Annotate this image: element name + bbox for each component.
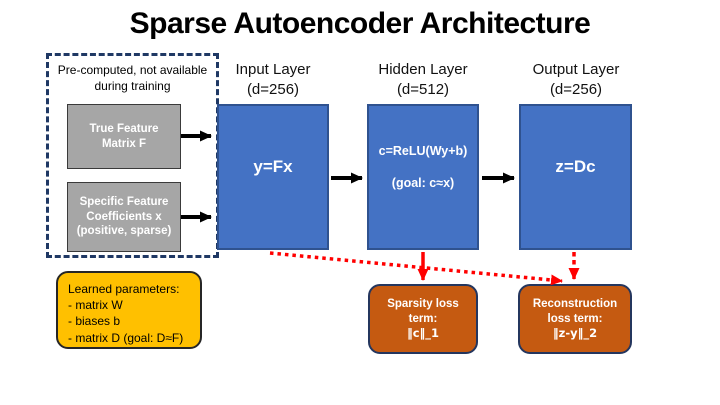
learned-parameters-title: Learned parameters: [68, 282, 180, 296]
learned-parameters-box: Learned parameters: - matrix W - biases … [56, 271, 202, 349]
learned-parameters-item-b: - biases b [68, 314, 121, 329]
hidden-layer-formula: c=ReLU(Wy+b) [378, 144, 468, 158]
input-layer-box: y=Fx [217, 104, 329, 250]
sparsity-loss-box: Sparsity loss term: ‖c‖_1 [368, 284, 478, 354]
output-layer-name: Output Layer [532, 61, 620, 78]
input-layer-dim: (d=256) [246, 80, 300, 98]
true-feature-matrix-label: True Feature Matrix F [89, 122, 159, 150]
arrow-input-to-reconstruction-loss [269, 251, 563, 286]
reconstruction-loss-formula: ‖z-y‖_2 [552, 326, 598, 341]
reconstruction-loss-box: Reconstruction loss term: ‖z-y‖_2 [518, 284, 632, 354]
reconstruction-loss-label: Reconstruction loss term: [532, 297, 618, 325]
hidden-layer-dim: (d=512) [396, 80, 450, 98]
input-layer-label: Input Layer (d=256) [196, 60, 350, 99]
feature-coefficients-label: Specific Feature Coefficients x (positiv… [76, 195, 172, 238]
true-feature-matrix-box: True Feature Matrix F [67, 104, 181, 169]
sparsity-loss-label: Sparsity loss term: [387, 297, 459, 325]
hidden-layer-box: c=ReLU(Wy+b) (goal: c≈x) [367, 104, 479, 250]
output-layer-label: Output Layer (d=256) [499, 60, 653, 99]
feature-coefficients-box: Specific Feature Coefficients x (positiv… [67, 182, 181, 252]
hidden-layer-goal: (goal: c≈x) [391, 176, 455, 190]
learned-parameters-item-d: - matrix D (goal: D≈F) [68, 330, 184, 345]
output-layer-box: z=Dc [519, 104, 632, 250]
hidden-layer-name: Hidden Layer [378, 61, 468, 78]
sparsity-loss-formula: ‖c‖_1 [406, 326, 440, 341]
learned-parameters-item-w: - matrix W [68, 298, 123, 313]
output-layer-dim: (d=256) [549, 80, 603, 98]
input-layer-formula: y=Fx [253, 157, 293, 176]
slide-title: Sparse Autoencoder Architecture [129, 7, 591, 40]
input-layer-name: Input Layer [235, 61, 311, 78]
hidden-layer-label: Hidden Layer (d=512) [346, 60, 500, 99]
precomputed-note: Pre-computed, not available during train… [57, 63, 208, 93]
output-layer-formula: z=Dc [555, 157, 596, 176]
